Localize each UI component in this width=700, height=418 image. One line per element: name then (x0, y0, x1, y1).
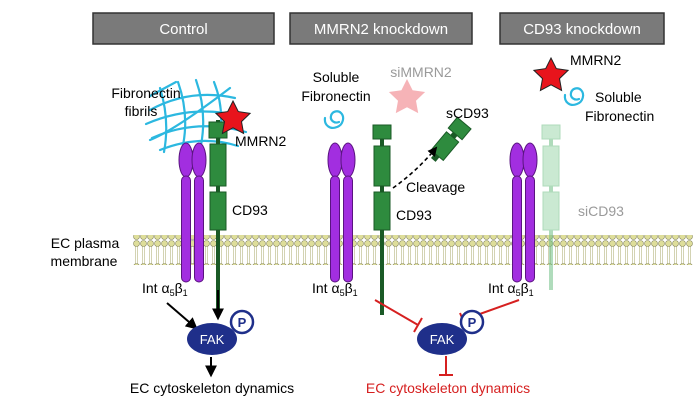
label-integrin-cd93-kd: Int α5β1 (488, 280, 534, 298)
header-cd93-knockdown-text: CD93 knockdown (523, 21, 641, 38)
header-control-text: Control (159, 21, 207, 38)
label-fibronectin-fibrils-1: Fibronectin (111, 85, 180, 101)
fak-control-label: FAK (200, 332, 225, 347)
cd93-receptor-control (208, 120, 228, 315)
label-sicd93: siCD93 (578, 203, 624, 219)
label-ec-dynamics-control: EC cytoskeleton dynamics (130, 380, 294, 396)
arrow-integrin-to-fak (166, 302, 198, 330)
label-fibronectin-fibrils-2: fibrils (125, 103, 158, 119)
cd93-receptor-faded (541, 124, 561, 290)
label-simmrn2: siMMRN2 (390, 64, 452, 80)
label-mmrn2-control: MMRN2 (235, 133, 287, 149)
cleavage-arrow (392, 146, 438, 189)
integrin-a5b1-mmrn2-kd (327, 142, 356, 283)
header-cd93-knockdown: CD93 knockdown (499, 12, 665, 45)
label-integrin-mmrn2-kd: Int α5β1 (312, 280, 358, 298)
ec-plasma-membrane (133, 235, 693, 265)
phospho-mid-label: P (468, 315, 477, 330)
header-mmrn2-knockdown: MMRN2 knockdown (289, 12, 473, 45)
label-membrane-2: membrane (51, 253, 118, 269)
label-mmrn2-cd93-kd: MMRN2 (570, 52, 622, 68)
label-soluble-right-2: Fibronectin (585, 108, 654, 124)
inhibition-integrin-to-fak-mid (374, 299, 423, 333)
label-integrin-control: Int α5β1 (142, 280, 188, 298)
integrin-a5b1-cd93-kd (509, 142, 538, 283)
label-cd93-mmrn2-kd: CD93 (396, 207, 432, 223)
mmrn2-star-cd93-kd (532, 56, 570, 92)
label-cleavage: Cleavage (406, 179, 465, 195)
label-soluble-right-1: Soluble (595, 89, 642, 105)
cd93-receptor-mmrn2-kd (372, 124, 392, 315)
scd93-fragment (430, 116, 472, 162)
fak-mid-label: FAK (430, 332, 455, 347)
label-ec-dynamics-inhibited: EC cytoskeleton dynamics (366, 380, 530, 396)
mmrn2-star-faded (388, 79, 426, 114)
header-control: Control (92, 12, 275, 45)
fak-control: FAK P (187, 309, 255, 355)
header-mmrn2-knockdown-text: MMRN2 knockdown (314, 21, 448, 38)
fak-mmrn2-kd: FAK P (417, 309, 485, 355)
mmrn2-star-control (214, 99, 252, 135)
soluble-fibronectin-spiral-right (563, 87, 585, 106)
label-scd93: sCD93 (446, 105, 489, 121)
label-membrane-1: EC plasma (51, 235, 120, 251)
label-cd93-control: CD93 (232, 202, 268, 218)
inhibition-fak-to-dynamics (439, 356, 453, 376)
integrin-a5b1-control (178, 142, 207, 283)
phospho-control-label: P (238, 315, 247, 330)
soluble-fibronectin-spiral-mid (323, 110, 345, 129)
label-soluble-2: Fibronectin (301, 88, 370, 104)
label-soluble-1: Soluble (313, 69, 360, 85)
